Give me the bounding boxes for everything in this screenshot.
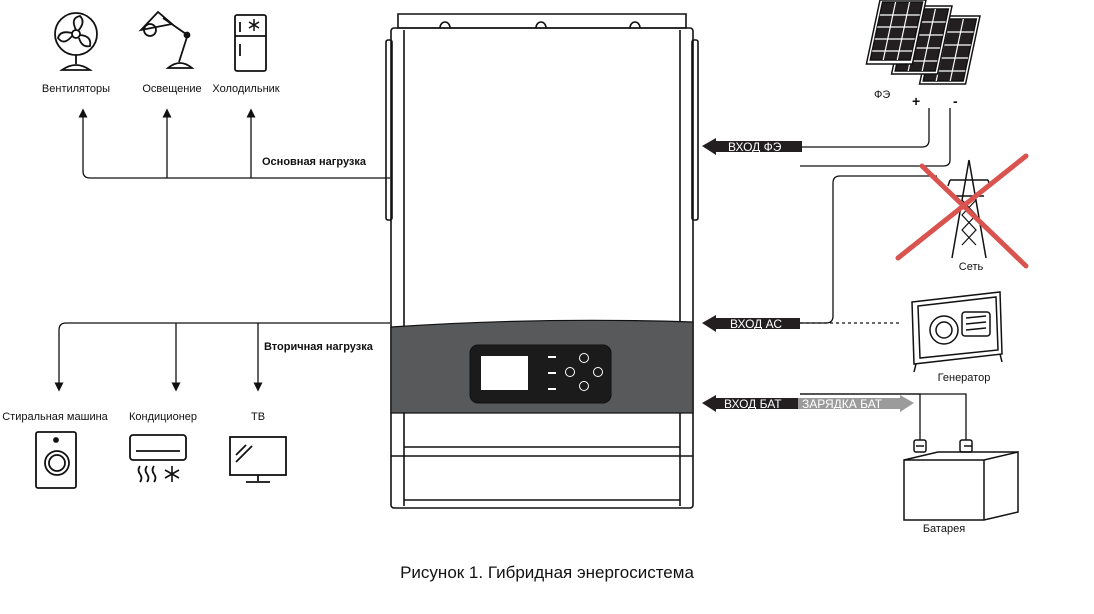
tv-label: ТВ [251, 411, 265, 423]
battery-label: Батарея [923, 523, 965, 535]
ac-input-arrow: ВХОД АС [702, 315, 800, 332]
pv-label: ФЭ [874, 89, 890, 101]
lamp-label: Освещение [142, 83, 201, 95]
tv-icon [229, 436, 287, 483]
fan-label: Вентиляторы [42, 83, 110, 95]
svg-text:ЗАРЯДКА БАТ: ЗАРЯДКА БАТ [802, 397, 883, 411]
svg-text:ВХОД БАТ: ВХОД БАТ [724, 397, 782, 411]
grid-label: Сеть [959, 261, 984, 273]
inverter [385, 13, 699, 509]
fan-icon [54, 12, 98, 71]
pv-wiring [800, 108, 951, 167]
primary-load-wiring [78, 108, 390, 179]
generator-icon [911, 291, 1003, 373]
grid-wiring [800, 175, 937, 324]
fridge-label: Холодильник [212, 83, 279, 95]
battery-charge-arrow: ЗАРЯДКА БАТ [798, 395, 914, 412]
svg-text:ВХОД АС: ВХОД АС [730, 317, 782, 331]
solar-panel-icon [865, 0, 981, 85]
primary-load-label: Основная нагрузка [262, 156, 367, 168]
battery-icon [903, 439, 1019, 521]
secondary-load-wiring [54, 322, 390, 392]
fridge-icon [234, 14, 267, 72]
pv-input-arrow: ВХОД ФЭ [702, 138, 802, 155]
battery-input-arrow: ВХОД БАТ [702, 395, 798, 412]
status-leds [548, 356, 556, 390]
grid-disconnected-cross [895, 153, 1029, 269]
secondary-load-label: Вторичная нагрузка [264, 341, 374, 353]
generator-label: Генератор [938, 372, 991, 384]
desk-lamp-icon [138, 10, 195, 69]
pv-plus-label: + [912, 93, 920, 109]
pv-minus-label: - [953, 93, 958, 109]
washing-machine-icon [35, 431, 77, 489]
lcd-screen [481, 356, 528, 390]
figure-caption: Рисунок 1. Гибридная энергосистема [400, 563, 694, 582]
washing-machine-label: Стиральная машина [2, 411, 108, 423]
svg-text:ВХОД ФЭ: ВХОД ФЭ [728, 140, 782, 154]
air-conditioner-label: Кондиционер [129, 411, 197, 423]
control-buttons [565, 353, 603, 391]
battery-wiring [800, 393, 967, 440]
air-conditioner-icon [129, 434, 187, 483]
